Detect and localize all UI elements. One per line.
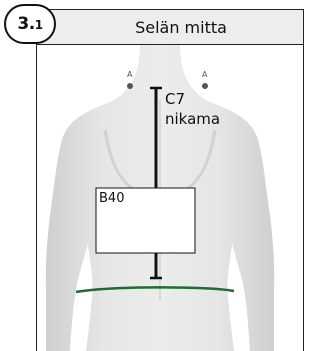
step-number-sub: 1 — [35, 18, 43, 32]
step-number-badge: 3.1 — [4, 4, 56, 44]
label-box-text: B40 — [99, 191, 124, 206]
step-number: 3.1 — [17, 14, 42, 34]
vertebra-label-line1: C7 — [165, 90, 185, 108]
right-neck-marker-icon: A — [202, 70, 208, 89]
vertebra-label-line2: nikama — [165, 110, 220, 128]
svg-text:A: A — [202, 70, 208, 79]
left-neck-marker-icon: A — [127, 70, 133, 89]
step-number-main: 3. — [17, 14, 34, 34]
svg-text:A: A — [127, 70, 133, 79]
